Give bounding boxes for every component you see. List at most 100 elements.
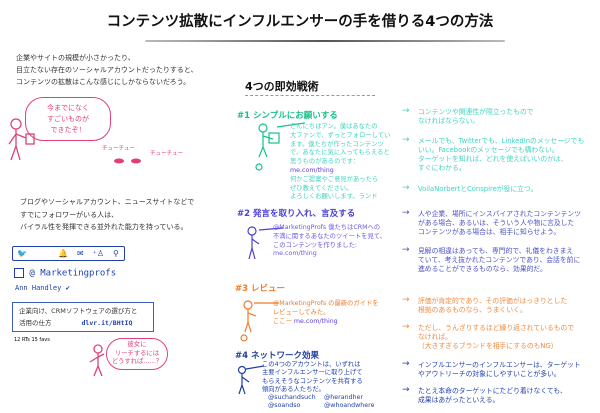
point-line: メールでも、Twitterでも、LinkedInのメッセージでも <box>418 137 585 145</box>
message-line: この4つのアカウントは、いずれは <box>262 361 361 368</box>
message-link[interactable]: me.com/thing <box>273 250 317 258</box>
bubble-line: できたぞ！ <box>50 126 86 134</box>
intro2-line: ブログやソーシャルアカウント、ニュースサイトなどで <box>20 198 195 206</box>
tactic-2-heading: #2 発言を取り入れ、言及する <box>237 209 356 219</box>
message-line: 不満に関するあなたのツイートを見て、 <box>273 232 387 240</box>
influencer-intro: ブログやソーシャルアカウント、ニュースサイトなどで すでにフォロワーがいる人は、… <box>20 196 194 234</box>
tactic-4-point: → インフルエンサーのインフルエンサーは、ターゲットやアウトリーチの対象にしやすい… <box>402 360 598 379</box>
tweet-stats: 12 RTs 15 favs <box>14 337 50 343</box>
message-line: で、あなたに気に入ってもらえると <box>290 149 390 157</box>
speech-bubble-question: 彼女に リーチするには どうすれば……？ <box>106 338 168 370</box>
intro2-line: すでにフォロワーがいる人は、 <box>20 210 119 219</box>
page-title: コンテンツ拡散にインフルエンサーの手を借りる4つの方法 <box>106 14 494 30</box>
tactic-1-point: →コンテンツや関連性が際立ったものでなければならない。 <box>402 107 600 126</box>
tactic-4-point: →たとえ本命のターゲットにたどり着けなくても、成果はあがったといえる。 <box>402 386 600 405</box>
message-line: 何かご提案やご意見があったら <box>290 175 379 183</box>
tweet-text: 企業向け、CRMソフトウェアの選び方と <box>19 307 138 315</box>
tactic-1-message: こんにちはアン。僕はあなたの 大ファンで、ずっとフォローしてい ます。僕たちが作… <box>290 123 390 202</box>
twitter-bird-icon: 🐦 <box>17 249 27 258</box>
message-line: レビューしてみた。 <box>273 308 330 316</box>
verified-icon: ✔ <box>65 284 70 292</box>
tactic-3-point: → 評価が肯定的であり、その評価がはっきりとした根拠のあるものなら、うまくいく。 <box>402 296 600 315</box>
message-line: このコンテンツを作りました: <box>273 241 357 249</box>
point-line: ただし、うんざりするほど繰り返されているもので <box>418 324 575 332</box>
arrow-right-icon: → <box>402 183 410 193</box>
point-line: （大きすぎるブランドを相手にするのもNG） <box>418 342 558 350</box>
dashed-divider <box>245 95 375 96</box>
tactic-4-message: この4つのアカウントは、いずれは 主要インフルエンサーに取り上げて もらえそうな… <box>262 361 374 411</box>
add-user-icon: ⁺♙ <box>92 249 105 258</box>
stick-figure-network-icon <box>237 365 265 395</box>
tweet-link: dlvr.it/BHtIQ <box>81 319 133 327</box>
point-line: コンテンツや関連性が際立ったもので <box>418 108 534 116</box>
stick-figure-creator-icon <box>8 118 35 161</box>
message-link[interactable]: me.com/thing <box>290 166 334 174</box>
bubble-line: 今までになく <box>47 104 89 112</box>
bubble-line: リーチするには <box>114 349 160 357</box>
arrow-right-icon: → <box>402 322 410 332</box>
point-line: やアウトリーチの対象にしやすいことが多い。 <box>418 370 561 378</box>
tactic-1-point: → VoilaNorbertとConspireが役に立つ。 <box>402 184 600 194</box>
tactic-1-heading: #1 シンプルにお願いする <box>237 111 338 121</box>
message-line: 主要インフルエンサーに取り上げて <box>262 369 363 377</box>
point-line: 見解の相違はあっても、専門的で、礼儀をわきまえ <box>418 247 574 255</box>
bubble-line: すごいものが <box>47 115 89 123</box>
tweet-card: 企業向け、CRMソフトウェアの選び方と 活用の仕方 dlvr.it/BHtIQ <box>12 302 154 332</box>
search-icon: ⚲ <box>113 249 119 258</box>
point-line: 評価が肯定的であり、その評価がはっきりとした <box>418 297 568 305</box>
intro-text: 企業やサイトの規模が小さかったり、 目立たない存在のソーシャルアカウントだったり… <box>16 52 198 88</box>
message-line: よろしくお願いします。ランド <box>290 193 378 201</box>
chirp-label: チューチュー <box>102 146 136 152</box>
point-line: すぐにわかる。 <box>418 164 466 172</box>
message-line: ます。僕たちが作ったコンテンツ <box>290 140 384 148</box>
profile-handle: @ Marketingprofs <box>29 268 117 279</box>
tactic-2-message: @MarketingProfs 僕たちはCRMへの 不満に関するあなたのツイート… <box>273 224 386 259</box>
stick-figure-review-icon <box>240 300 278 342</box>
point-line: なければ。 <box>418 333 452 341</box>
tweet-text: 活用の仕方 <box>19 319 52 327</box>
point-line: コンテンツがある場合は、相手に知らせよう。 <box>418 228 561 236</box>
point-line: たとえ本命のターゲットにたどり着けなくても、 <box>418 387 567 395</box>
message-link[interactable]: me.com/thing <box>293 317 338 325</box>
point-line: インフルエンサーのインフルエンサーは、ターゲット <box>418 361 581 369</box>
intro-line: 企業やサイトの規模が小さかったり、 <box>16 54 135 62</box>
bubble-line: どうすれば……？ <box>111 358 163 365</box>
bell-icon: 🔔 <box>57 249 68 258</box>
account-handle: @herandher <box>324 394 364 402</box>
intro-line: 目立たない存在のソーシャルアカウントだったりすると、 <box>16 66 198 74</box>
account-handle: @suchandsuch <box>268 394 316 402</box>
arrow-right-icon: → <box>402 359 410 369</box>
title-underline <box>145 40 505 42</box>
message-line: ここー <box>273 317 292 325</box>
message-line: @MarketingProfs 僕たちはCRMへの <box>273 224 381 231</box>
intro-line: コンテンツの拡散はこんな感じにしかならないだろう。 <box>16 78 191 86</box>
point-line: VoilaNorbertとConspireが役に立つ。 <box>418 185 538 193</box>
point-line: ターゲットを知れば、どれを使えばいいのかは、 <box>418 155 568 163</box>
arrow-right-icon: → <box>402 295 410 305</box>
arrow-right-icon: → <box>402 106 410 116</box>
point-line: 成果はあがったといえる。 <box>418 396 500 404</box>
arrow-right-icon: → <box>402 245 410 255</box>
message-line: 傾向がある人たちだ。 <box>262 385 325 393</box>
tactics-title: 4つの即効戦術 <box>245 80 319 93</box>
tactic-3-heading: #3 レビュー <box>235 284 285 294</box>
account-handle: @soandso <box>268 402 301 410</box>
mail-icon: ✉ <box>76 249 84 258</box>
twitter-toolbar: 🐦 🔔 ✉ ⁺♙ ⚲ <box>12 246 125 261</box>
tactic-1-point: →メールでも、Twitterでも、LinkedInのメッセージでもいい。Face… <box>402 136 598 173</box>
speech-bubble-proud: 今までになく すごいものが できたぞ！ <box>25 97 111 141</box>
tactic-2-point: → 見解の相違はあっても、専門的で、礼儀をわきまえていて、考え抜かれたコンテンツで… <box>402 246 598 274</box>
mouse-icon <box>114 158 141 164</box>
point-line: がある場合、あるいは、そういう人や物に言及した <box>418 219 575 227</box>
arrow-right-icon: → <box>402 208 410 218</box>
stick-figure-wondering-icon <box>89 344 105 377</box>
point-line: 根拠のあるものなら、うまくいく。 <box>418 306 527 314</box>
avatar <box>14 268 24 278</box>
message-line: もらえそうなコンテンツを共有する <box>262 377 363 385</box>
tactic-3-point: → ただし、うんざりするほど繰り返されているものでなければ。（大きすぎるブランドを… <box>402 323 600 351</box>
arrow-right-icon: → <box>402 135 410 145</box>
point-line: ていて、考え抜かれたコンテンツであり、会話を前に <box>418 256 581 264</box>
account-handle: @whoandwhere <box>324 402 375 410</box>
profile-row: @ Marketingprofs <box>14 268 116 279</box>
message-line: 思うものがあるのです： <box>290 158 360 166</box>
